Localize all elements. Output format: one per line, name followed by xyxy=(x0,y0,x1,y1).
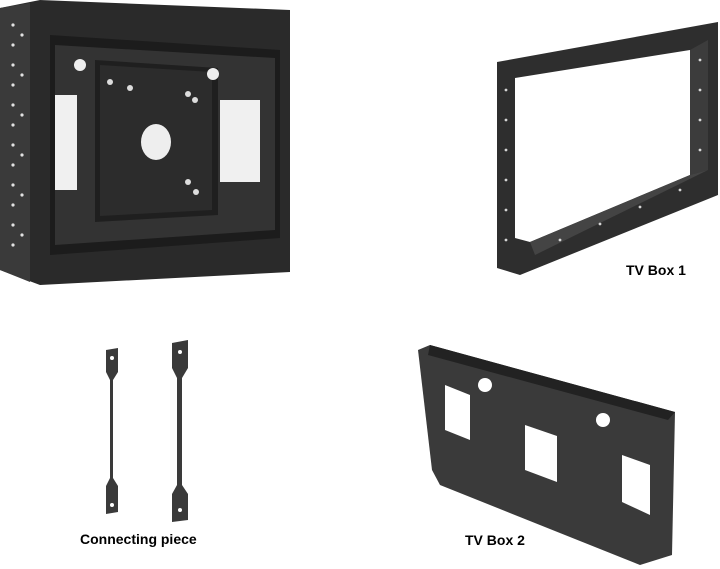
connecting-piece-image xyxy=(106,340,188,522)
tv-box-2-label: TV Box 2 xyxy=(465,532,525,548)
tv-box-2-image xyxy=(418,345,675,565)
connecting-piece-label: Connecting piece xyxy=(80,531,197,547)
tv-box-1-image xyxy=(497,22,718,275)
tv-box-1-label: TV Box 1 xyxy=(626,262,686,278)
tv-box-assembly-image xyxy=(0,0,290,285)
